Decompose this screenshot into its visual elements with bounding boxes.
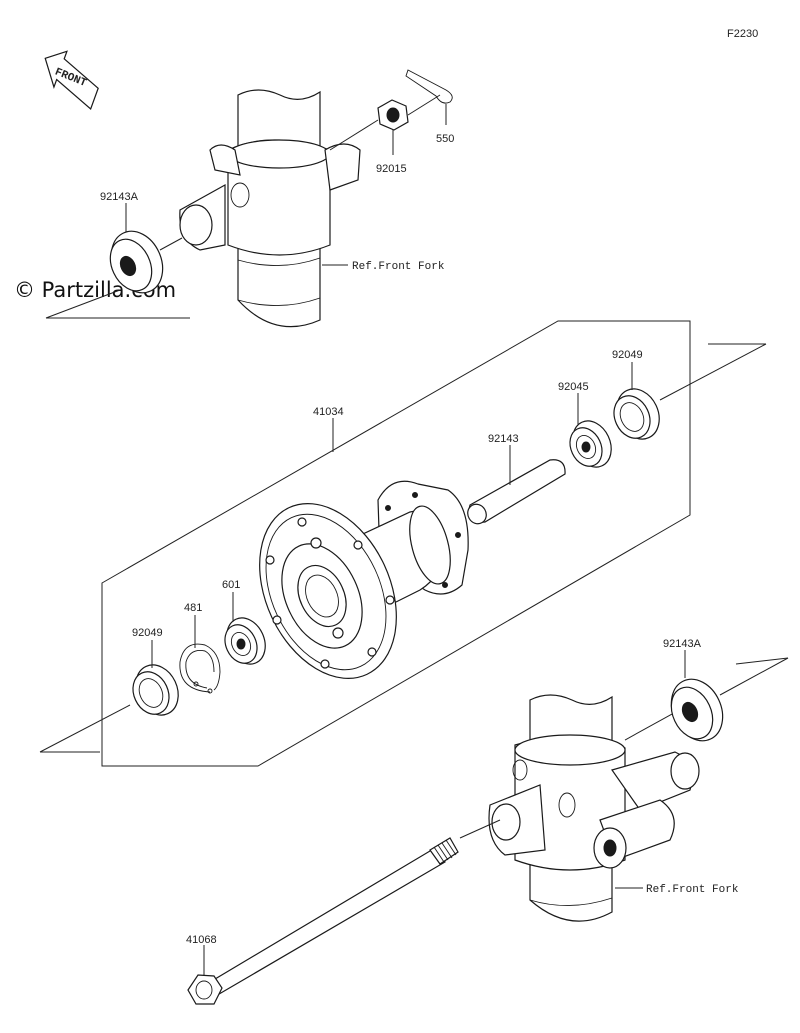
label-92049-left: 92049 [132, 627, 163, 639]
bearing-601 [224, 617, 266, 665]
hub-assembly-group [101, 320, 691, 767]
axle-41068 [187, 837, 459, 1005]
label-92143A-bottom: 92143A [663, 638, 702, 650]
wheel-hub-41034 [259, 480, 469, 680]
label-41068: 41068 [186, 934, 217, 946]
label-481: 481 [184, 602, 202, 614]
collar-92143A-bottom [670, 678, 724, 742]
top-front-fork [179, 89, 361, 328]
label-601: 601 [222, 579, 240, 591]
cotter-pin-550 [405, 69, 453, 104]
label-92143A-top: 92143A [100, 191, 139, 203]
label-92015: 92015 [376, 163, 407, 175]
front-arrow-indicator: FRONT [44, 50, 99, 110]
oil-seal-92049-right [613, 388, 660, 440]
bearing-92045 [569, 420, 612, 468]
nut-92015 [377, 99, 409, 131]
label-ref-front-fork-bottom: Ref.Front Fork [646, 884, 739, 896]
label-92045: 92045 [558, 381, 589, 393]
oil-seal-92049-left [132, 664, 179, 716]
collar-92143A-top [109, 230, 164, 294]
circlip-481 [179, 643, 221, 694]
label-41034: 41034 [313, 406, 344, 418]
label-ref-front-fork-top: Ref.Front Fork [352, 261, 445, 273]
label-550: 550 [436, 133, 454, 145]
collar-92143 [467, 459, 566, 525]
label-92049-right: 92049 [612, 349, 643, 361]
figure-code: F2230 [727, 28, 758, 40]
bottom-front-fork [488, 694, 700, 922]
label-92143: 92143 [488, 433, 519, 445]
